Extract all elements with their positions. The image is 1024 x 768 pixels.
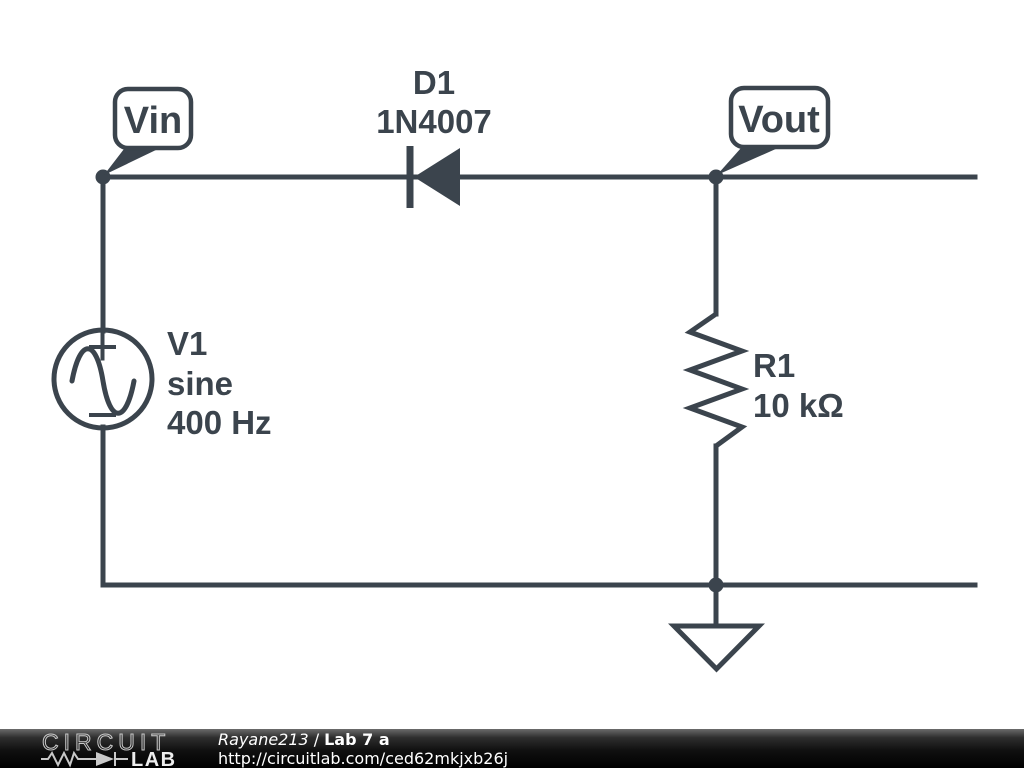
component-r1-resistor: R1 10 kΩ — [682, 311, 844, 449]
schematic-canvas: V1 sine 400 Hz D1 1N4007 R1 10 kΩ Vin — [51, 64, 978, 673]
resistor-zigzag-icon — [682, 311, 750, 449]
v1-waveform: sine — [167, 365, 233, 402]
logo-word-lab: LAB — [131, 749, 177, 768]
wires — [100, 174, 978, 629]
net-flag-vin-tail — [104, 149, 158, 175]
v1-frequency: 400 Hz — [167, 404, 272, 441]
net-flag-vout-box — [728, 85, 831, 150]
circuitlab-logo: CIRCUIT LAB — [41, 729, 177, 768]
diode-triangle-icon — [414, 148, 460, 206]
logo-diode-bar-icon — [114, 752, 128, 766]
d1-designator: D1 — [413, 64, 455, 101]
footer-author: Rayane213 — [218, 730, 309, 749]
footer-credits: Rayane213/Lab 7 a http://circuitlab.com/… — [218, 730, 508, 768]
footer-author-line: Rayane213/Lab 7 a — [218, 730, 508, 749]
r1-designator: R1 — [753, 347, 795, 384]
net-flag-vout: Vout — [717, 85, 831, 175]
net-flag-vout-label: Vout — [738, 99, 820, 141]
sine-wave-icon — [69, 346, 137, 416]
sine-voltage-source-icon — [51, 327, 155, 431]
footer-project-title: Lab 7 a — [324, 730, 390, 749]
net-flag-vin-label: Vin — [124, 100, 182, 142]
ground-icon — [668, 623, 765, 673]
net-flag-vin: Vin — [104, 86, 194, 175]
r1-value: 10 kΩ — [753, 387, 844, 424]
logo-resistor-icon — [41, 750, 96, 768]
logo-mini-schematic-icon — [41, 750, 128, 768]
plus-sign-icon — [89, 333, 116, 361]
node-dot-ground — [708, 577, 724, 593]
v1-designator: V1 — [167, 325, 207, 362]
logo-diode-icon — [96, 752, 114, 766]
d1-part-number: 1N4007 — [376, 103, 492, 140]
component-v1-voltage-source: V1 sine 400 Hz — [51, 325, 272, 441]
footer-separator: / — [313, 730, 320, 749]
footer-url: http://circuitlab.com/ced62mkjxb26j — [218, 749, 509, 768]
net-flag-vout-tail — [717, 148, 778, 175]
component-d1-diode: D1 1N4007 — [376, 64, 492, 208]
net-flag-vin-box — [112, 86, 194, 151]
footer-bar: CIRCUIT LAB Rayane213/Lab 7 a http://cir… — [0, 729, 1024, 768]
logo-word-circuit: CIRCUIT — [42, 729, 170, 755]
